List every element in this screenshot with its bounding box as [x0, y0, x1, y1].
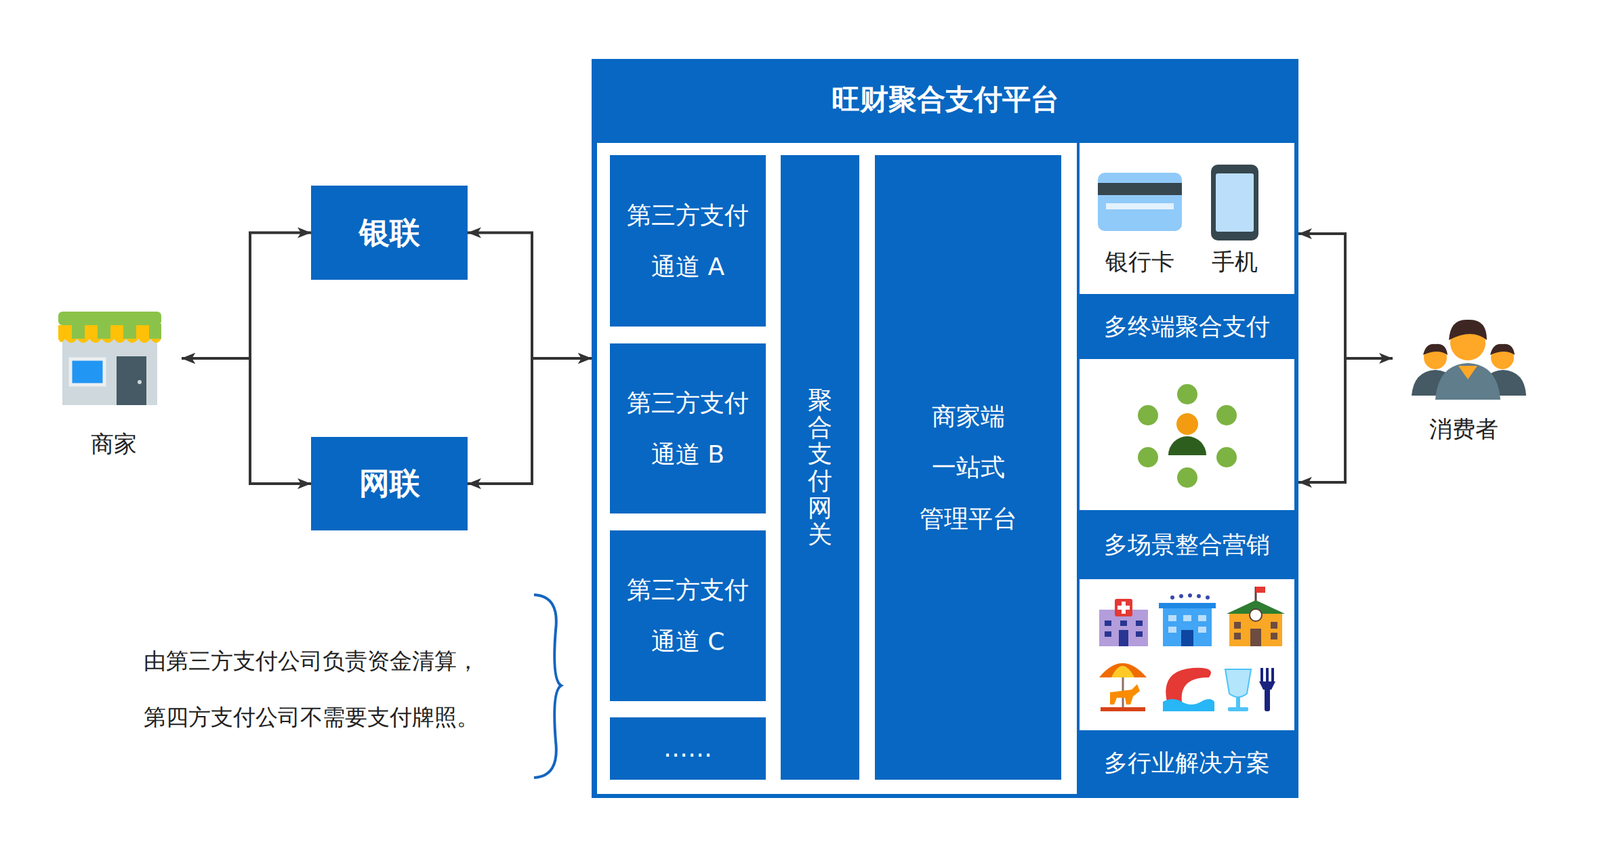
node-text: 商家端 一站式 管理平台 — [907, 391, 1030, 545]
connector-arrow — [467, 233, 592, 360]
consumer-node: 消费者 — [1392, 308, 1535, 444]
hotel-icon — [1158, 593, 1216, 647]
node-text: 旺财聚合支付平台 — [831, 58, 1060, 141]
feature-band: 多场景整合营销 — [1079, 510, 1295, 580]
merchant-node: 商家 — [46, 308, 182, 459]
connector-arrow — [467, 358, 592, 484]
scene-dots-icon — [1137, 384, 1237, 488]
node-text: 第三方支付 通道 C — [618, 564, 758, 667]
icon-caption: 银行卡 — [1105, 248, 1175, 276]
terminal-panel — [1079, 142, 1295, 295]
clearing-box: 银联 — [311, 185, 468, 280]
gateway-box: 聚合支付网关 — [780, 155, 860, 781]
node-text: …… — [663, 723, 713, 775]
school-icon — [1226, 586, 1285, 647]
channel-box: 第三方支付 通道 B — [609, 343, 766, 514]
platform-box: 旺财聚合支付平台第三方支付 通道 A 第三方支付 通道 B 第三方支付 通道 C ……… — [591, 58, 1299, 799]
industry-panel — [1079, 579, 1295, 731]
node-text: 商家 — [90, 428, 137, 459]
more-box: …… — [609, 717, 766, 781]
channel-box: 第三方支付 通道 A — [609, 155, 766, 327]
node-text: 多场景整合营销 — [1103, 529, 1270, 562]
carousel-icon — [1099, 663, 1147, 712]
shop-icon — [58, 311, 162, 406]
connector-arrow — [181, 233, 312, 360]
marketing-panel — [1079, 359, 1295, 511]
node-text: 第三方支付 通道 A — [618, 189, 758, 293]
icon-caption: 手机 — [1211, 248, 1258, 276]
connector-arrow — [1298, 233, 1393, 359]
water-slide-icon — [1162, 668, 1215, 712]
node-text: 消费者 — [1429, 414, 1499, 444]
node-text: 银联 — [359, 212, 421, 254]
curly-brace — [534, 595, 562, 778]
node-text: 多终端聚合支付 — [1103, 311, 1270, 343]
management-box: 商家端 一站式 管理平台 — [874, 155, 1062, 781]
bracket-branch — [1298, 358, 1346, 483]
platform-inner — [597, 142, 1077, 795]
platform-ground — [591, 58, 1299, 799]
consumers-icon — [1411, 319, 1527, 400]
bank-card-icon — [1097, 172, 1182, 232]
feature-band: 多终端聚合支付 — [1079, 294, 1295, 360]
connector-arrow — [181, 358, 312, 484]
node-text: 多行业解决方案 — [1103, 747, 1270, 780]
node-text: 聚合支付网关 — [807, 386, 833, 549]
feature-band: 多行业解决方案 — [1079, 730, 1295, 797]
hospital-icon — [1099, 599, 1148, 647]
channel-box: 第三方支付 通道 C — [609, 530, 766, 702]
note-text: 由第三方支付公司负责资金清算， 第四方支付公司不需要支付牌照。 — [143, 633, 524, 746]
clearing-box: 网联 — [311, 437, 468, 531]
phone-icon — [1211, 164, 1259, 241]
dining-icon — [1225, 668, 1276, 712]
node-text: 网联 — [359, 463, 421, 505]
node-text: 第三方支付 通道 B — [618, 377, 758, 480]
